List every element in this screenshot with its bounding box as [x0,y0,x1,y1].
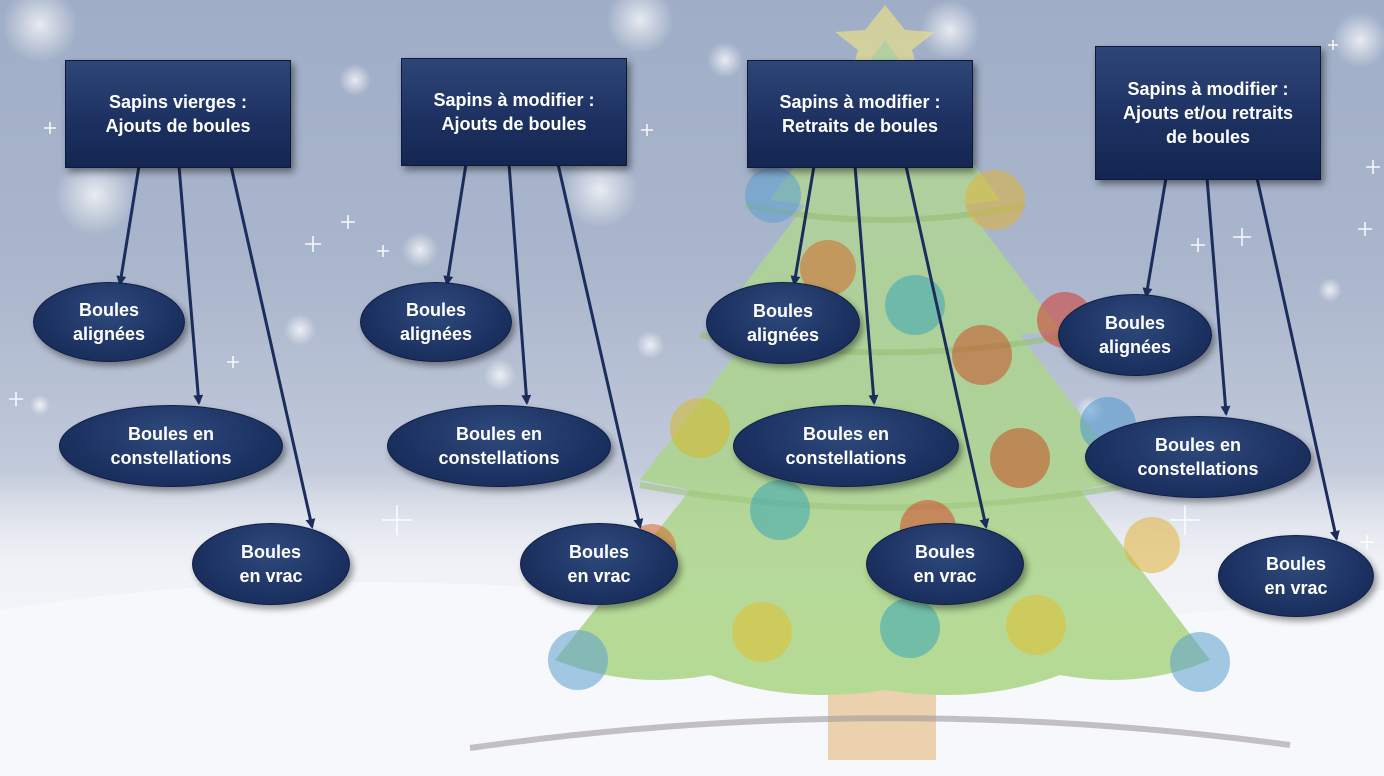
node-aligned-balls-3: Boules alignées [706,282,860,364]
arrow-4-loose-balls [1255,177,1340,541]
arrow-3-loose-balls [904,165,990,529]
arrow-2-aligned-balls [443,163,468,286]
arrow-3-constellation-balls [853,165,879,405]
node-constellation-balls-1: Boules en constellations [59,405,283,487]
christmas-tree [555,5,1210,760]
node-constellation-balls-3: Boules en constellations [733,405,959,487]
ground-swoosh [469,715,1291,751]
node-constellation-balls-4: Boules en constellations [1085,416,1311,498]
node-loose-balls-4: Boules en vrac [1218,535,1374,617]
arrow-4-aligned-balls [1142,177,1168,298]
arrow-2-loose-balls [556,163,644,529]
category-box-4: Sapins à modifier : Ajouts et/ou retrait… [1095,46,1321,180]
arrow-2-constellation-balls [507,163,532,405]
bokeh-lights [2,0,1384,424]
arrow-3-aligned-balls [790,165,816,286]
node-aligned-balls-1: Boules alignées [33,282,185,362]
node-loose-balls-3: Boules en vrac [866,523,1024,605]
node-aligned-balls-4: Boules alignées [1058,294,1212,376]
arrow-1-loose-balls [229,165,316,529]
arrow-4-constellation-balls [1205,177,1231,416]
category-box-2: Sapins à modifier : Ajouts de boules [401,58,627,166]
node-loose-balls-2: Boules en vrac [520,523,678,605]
category-box-3: Sapins à modifier : Retraits de boules [747,60,973,168]
node-aligned-balls-2: Boules alignées [360,282,512,362]
node-constellation-balls-2: Boules en constellations [387,405,611,487]
arrow-1-aligned-balls [116,165,141,286]
node-loose-balls-1: Boules en vrac [192,523,350,605]
sparkles [9,40,1380,549]
category-box-1: Sapins vierges : Ajouts de boules [65,60,291,168]
arrow-1-constellation-balls [177,165,204,405]
